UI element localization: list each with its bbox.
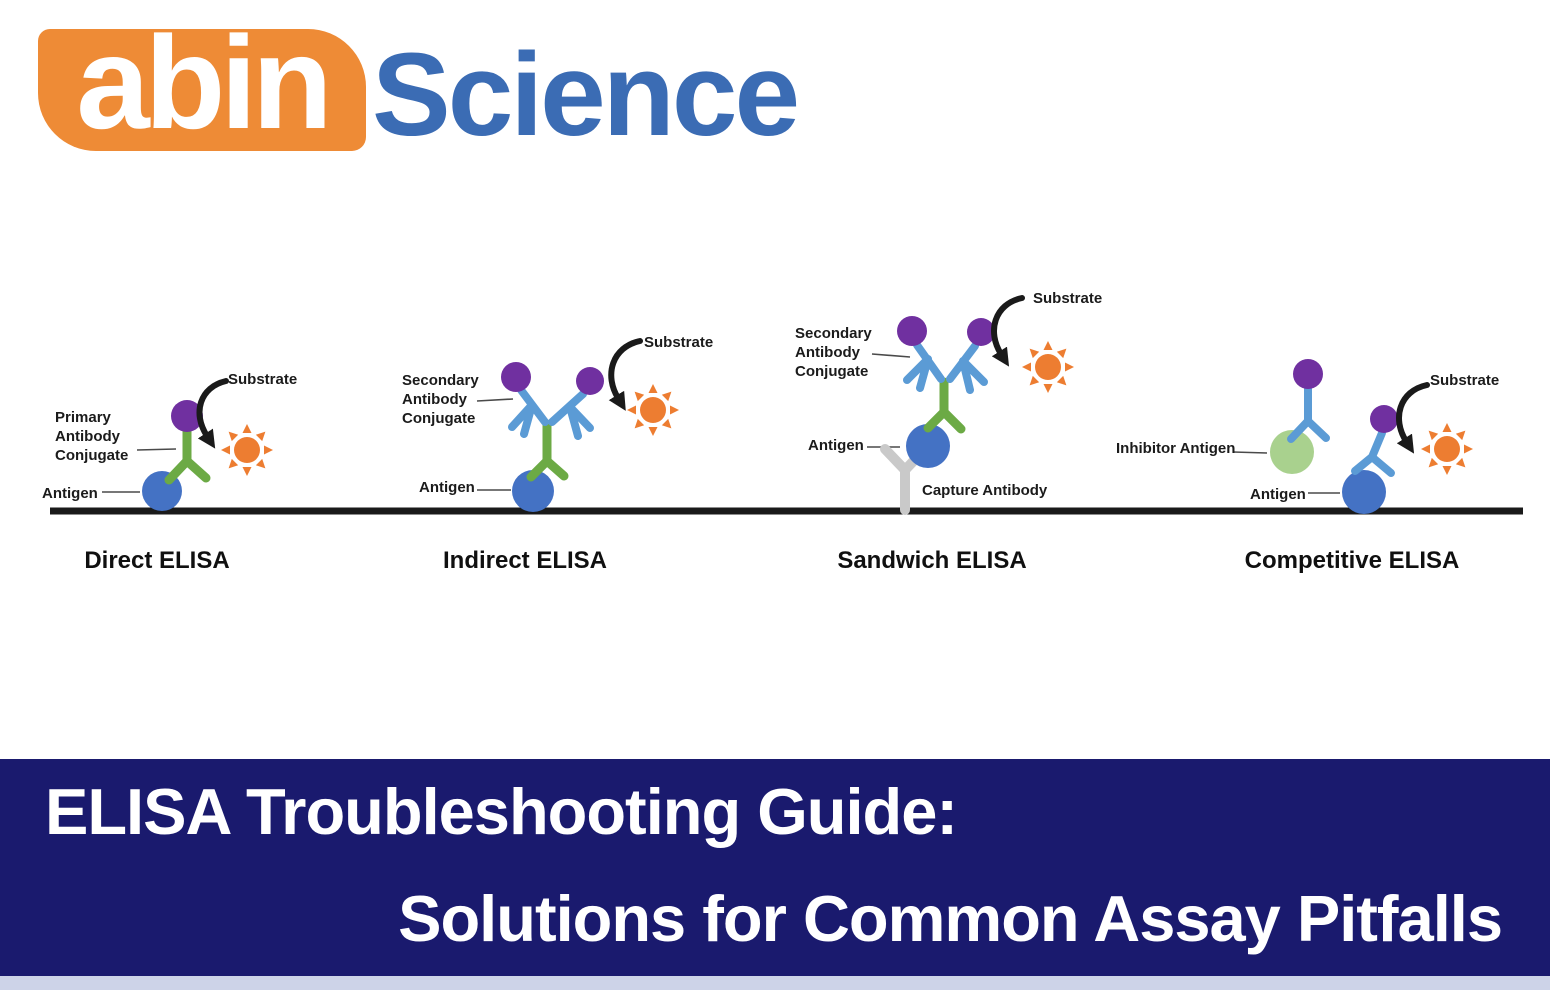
title-banner: ELISA Troubleshooting Guide: Solutions f…: [0, 759, 1550, 976]
label-connector-line: [1232, 451, 1268, 454]
inhibitor-antigen-icon: [1270, 430, 1314, 474]
antigen-label: Antigen: [808, 437, 864, 454]
label-connector-line: [136, 448, 177, 451]
secondary-antibody-conjugate-label: Secondary Antibody Conjugate: [402, 371, 479, 428]
diagram-title-direct: Direct ELISA: [84, 547, 230, 574]
antigen-icon: [1342, 470, 1386, 514]
enzyme-conjugate-icon: [576, 367, 604, 395]
label-line: Antibody: [55, 428, 120, 445]
antigen-icon: [906, 424, 950, 468]
substrate-label: Substrate: [644, 334, 714, 351]
enzyme-conjugate-icon: [897, 316, 927, 346]
substrate-signal-icon: [1022, 341, 1074, 393]
primary-antibody-icon: [526, 419, 569, 482]
substrate-signal-icon: [627, 384, 679, 436]
competitive-elisa-diagram: [1232, 359, 1473, 514]
label-connector-line: [871, 353, 911, 358]
diagram-title-sandwich: Sandwich ELISA: [837, 547, 1027, 574]
inhibitor-antigen-label: Inhibitor Antigen: [1116, 440, 1236, 457]
label-line: Antibody: [795, 344, 860, 361]
abin-logo-wordmark: abin: [76, 9, 332, 156]
detection-antibody-icon: [1287, 385, 1330, 443]
antigen-label: Antigen: [1250, 486, 1306, 503]
enzyme-conjugate-icon: [1370, 405, 1398, 433]
enzyme-conjugate-icon: [171, 400, 203, 432]
diagram-title-competitive: Competitive ELISA: [1244, 547, 1460, 574]
abin-logo: abin: [38, 17, 366, 151]
substrate-label: Substrate: [1430, 372, 1500, 389]
label-line: Conjugate: [402, 410, 476, 427]
secondary-antibody-icon: [508, 386, 594, 440]
antigen-label: Antigen: [42, 485, 98, 502]
science-logo-text: Science: [372, 29, 800, 161]
enzyme-conjugate-icon: [501, 362, 531, 392]
primary-antibody-icon: [164, 424, 211, 485]
enzyme-conjugate-icon: [1293, 359, 1323, 389]
sandwich-elisa-diagram: [867, 295, 1074, 515]
secondary-antibody-conjugate-label: Secondary Antibody Conjugate: [795, 324, 872, 381]
substrate-arrow-icon: [608, 338, 643, 411]
label-line: Primary: [55, 409, 111, 426]
substrate-arrow-icon: [1396, 382, 1430, 454]
label-line: Secondary: [402, 372, 479, 389]
antigen-label: Antigen: [419, 479, 475, 496]
substrate-signal-icon: [1421, 423, 1473, 475]
label-line: Conjugate: [55, 447, 129, 464]
banner-title-line1: ELISA Troubleshooting Guide:: [45, 775, 958, 848]
banner-title-line2: Solutions for Common Assay Pitfalls: [398, 882, 1503, 955]
substrate-label: Substrate: [1033, 290, 1103, 307]
direct-elisa-diagram: [102, 378, 273, 511]
detection-antibody-icon: [1351, 429, 1395, 477]
primary-antibody-icon: [923, 377, 966, 434]
bottom-edge-strip: [0, 976, 1550, 990]
primary-antibody-conjugate-label: Primary Antibody Conjugate: [55, 408, 128, 465]
substrate-arrow-icon: [991, 295, 1025, 367]
substrate-signal-icon: [221, 424, 273, 476]
label-line: Secondary: [795, 325, 872, 342]
indirect-elisa-diagram: [476, 338, 679, 512]
substrate-label: Substrate: [228, 371, 298, 388]
antigen-icon: [512, 470, 554, 512]
diagram-title-indirect: Indirect ELISA: [442, 547, 608, 574]
substrate-arrow-icon: [196, 378, 229, 449]
secondary-antibody-icon: [903, 341, 988, 394]
label-connector-line: [476, 398, 514, 402]
label-line: Conjugate: [795, 363, 869, 380]
label-line: Antibody: [402, 391, 467, 408]
capture-antibody-label: Capture Antibody: [922, 482, 1048, 499]
enzyme-conjugate-icon: [967, 318, 995, 346]
